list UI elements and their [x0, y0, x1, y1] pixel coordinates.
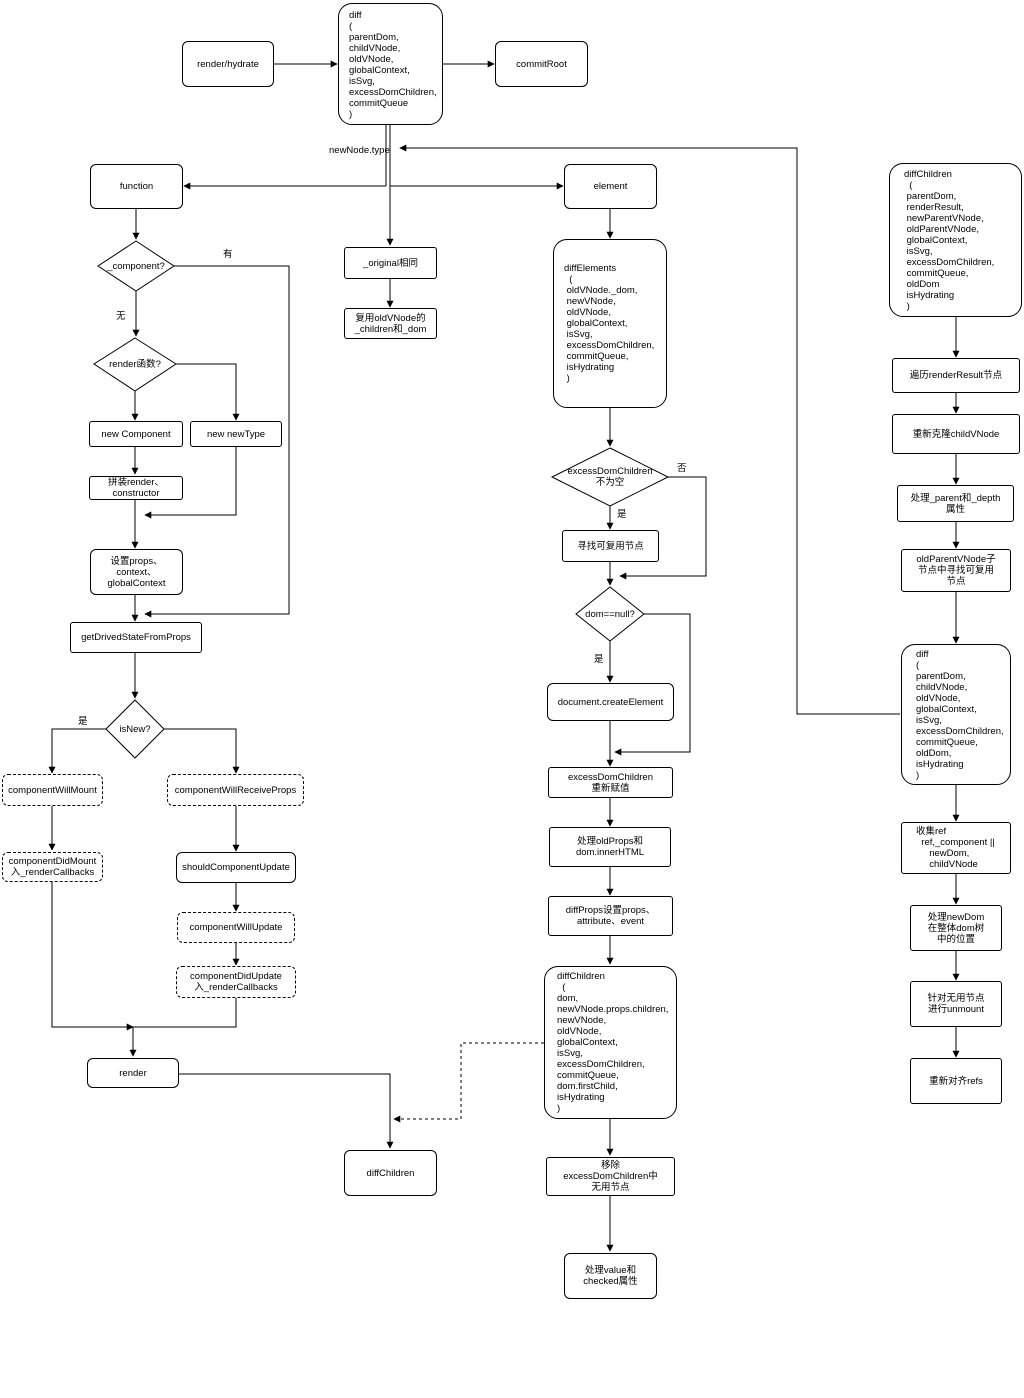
yes-isnew-label: 是 — [78, 716, 88, 727]
remove-unused-node: 移除 excessDomChildren中 无用节点 — [546, 1157, 675, 1196]
yes-dom-label: 是 — [594, 654, 604, 665]
component-will-update-node: componentWillUpdate — [177, 912, 295, 943]
diff-elements-node: diffElements ( oldVNode._dom, newVNode, … — [553, 239, 667, 408]
handle-old-props-node: 处理oldProps和 dom.innerHTML — [549, 827, 671, 867]
new-newtype-node: new newType — [190, 421, 282, 447]
handle-parent-depth-node: 处理_parent和_depth 属性 — [897, 485, 1014, 522]
has-label: 有 — [223, 249, 233, 260]
handle-value-checked-node: 处理value和 checked属性 — [564, 1253, 657, 1299]
element-node: element — [564, 164, 657, 209]
should-component-update-node: shouldComponentUpdate — [176, 852, 296, 883]
diff-main-node: diff ( parentDom, childVNode, oldVNode, … — [338, 3, 443, 125]
new-component-node: new Component — [89, 421, 183, 447]
diff-children-def-node: diffChildren ( parentDom, renderResult, … — [889, 163, 1022, 317]
original-same-node: _original相同 — [344, 247, 437, 279]
yes-excess-label: 是 — [617, 509, 627, 520]
find-reusable-node: 寻找可复用节点 — [562, 530, 659, 562]
diff-children-call-node: diffChildren ( dom, newVNode.props.child… — [544, 966, 677, 1119]
render-hydrate-node: render/hydrate — [182, 41, 274, 87]
component-decision: _component? — [107, 260, 165, 272]
component-will-mount-node: componentWillMount — [2, 774, 103, 806]
get-drived-state-node: getDrivedStateFromProps — [70, 622, 202, 653]
traverse-render-result-node: 遍历renderResult节点 — [892, 358, 1020, 393]
component-did-update-node: componentDidUpdate 入_renderCallbacks — [176, 966, 296, 998]
reuse-old-vnode-node: 复用oldVNode的 _children和_dom — [344, 308, 437, 339]
diamond-is-new — [105, 699, 165, 759]
excess-reassign-node: excessDomChildren 重新赋值 — [548, 767, 673, 798]
component-will-receive-props-node: componentWillReceiveProps — [167, 774, 304, 806]
is-new-decision: isNew? — [119, 723, 151, 735]
no-excess-label: 否 — [677, 463, 687, 474]
render-fn-decision: render函数? — [109, 359, 161, 370]
excess-dom-decision: excessDomChildren 不为空 — [567, 466, 653, 488]
commit-root-node: commitRoot — [495, 41, 588, 87]
newnode-type-label: newNode.type — [329, 145, 390, 156]
assemble-render-node: 拼装render、 constructor — [89, 476, 183, 500]
diff-children-target-node: diffChildren — [344, 1150, 437, 1196]
find-in-old-parent-node: oldParentVNode子 节点中寻找可复用 节点 — [901, 549, 1011, 592]
component-did-mount-node: componentDidMount 入_renderCallbacks — [2, 852, 103, 882]
create-element-node: document.createElement — [547, 683, 674, 721]
none-label: 无 — [116, 311, 126, 322]
function-node: function — [90, 164, 183, 209]
realign-refs-node: 重新对齐refs — [910, 1058, 1002, 1104]
diff-recursive-node: diff ( parentDom, childVNode, oldVNode, … — [901, 644, 1011, 785]
diff-props-node: diffProps设置props、 attribute、event — [548, 896, 673, 936]
dom-null-decision: dom==null? — [585, 608, 635, 620]
set-props-node: 设置props、 context、 globalContext — [90, 549, 183, 595]
reclone-child-node: 重新克隆childVNode — [892, 414, 1020, 454]
collect-ref-node: 收集ref ref,_component || newDom, childVNo… — [901, 822, 1011, 874]
handle-new-dom-node: 处理newDom 在整体dom树 中的位置 — [910, 905, 1002, 951]
render-node: render — [87, 1058, 179, 1088]
unmount-unused-node: 针对无用节点 进行unmount — [910, 981, 1002, 1027]
